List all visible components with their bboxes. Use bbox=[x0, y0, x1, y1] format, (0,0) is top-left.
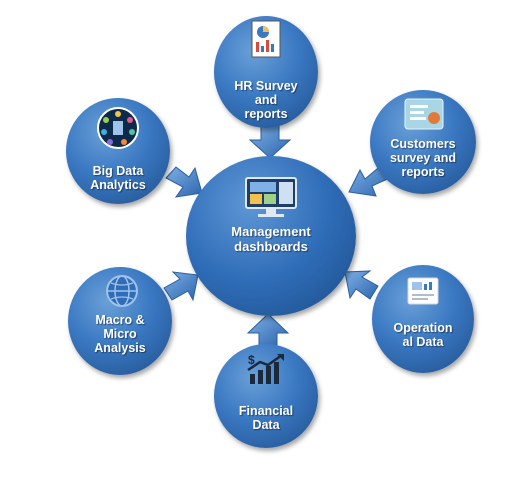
center-node: Management dashboards bbox=[186, 156, 356, 316]
bigdata-label: Big Data Analytics bbox=[90, 164, 146, 192]
center-label: Management dashboards bbox=[231, 224, 311, 254]
arrow-macro-to-center bbox=[163, 271, 199, 302]
globe-icon bbox=[106, 275, 138, 307]
customers-label: Customers survey and reports bbox=[389, 137, 456, 179]
node-macro-micro: Macro & Micro Analysis bbox=[68, 267, 172, 375]
node-operational-data: Operation al Data bbox=[372, 265, 474, 373]
arrow-hr-to-center bbox=[248, 124, 292, 159]
arrow-financial-to-center bbox=[246, 313, 290, 347]
operational-label: Operation al Data bbox=[393, 321, 453, 349]
node-customers-survey: Customers survey and reports bbox=[370, 90, 476, 194]
money-growth-icon: $ bbox=[247, 353, 284, 384]
data-hub-icon bbox=[97, 107, 139, 149]
svg-text:$: $ bbox=[248, 353, 255, 367]
financial-label: Financial Data bbox=[238, 404, 294, 432]
macro-label: Macro & Micro Analysis bbox=[94, 313, 146, 355]
node-big-data: Big Data Analytics bbox=[66, 98, 170, 204]
data-sheet-icon bbox=[407, 277, 439, 305]
monitor-dashboard-icon bbox=[245, 177, 297, 217]
report-chart-icon bbox=[251, 20, 281, 58]
node-financial-data: $ Financial Data bbox=[214, 344, 318, 448]
node-hr-survey: HR Survey and reports bbox=[214, 16, 318, 128]
arrow-operational-to-center bbox=[344, 270, 379, 300]
arrow-bigdata-to-center bbox=[165, 166, 203, 198]
survey-card-icon bbox=[404, 98, 444, 130]
hr-label: HR Survey and reports bbox=[234, 79, 298, 121]
